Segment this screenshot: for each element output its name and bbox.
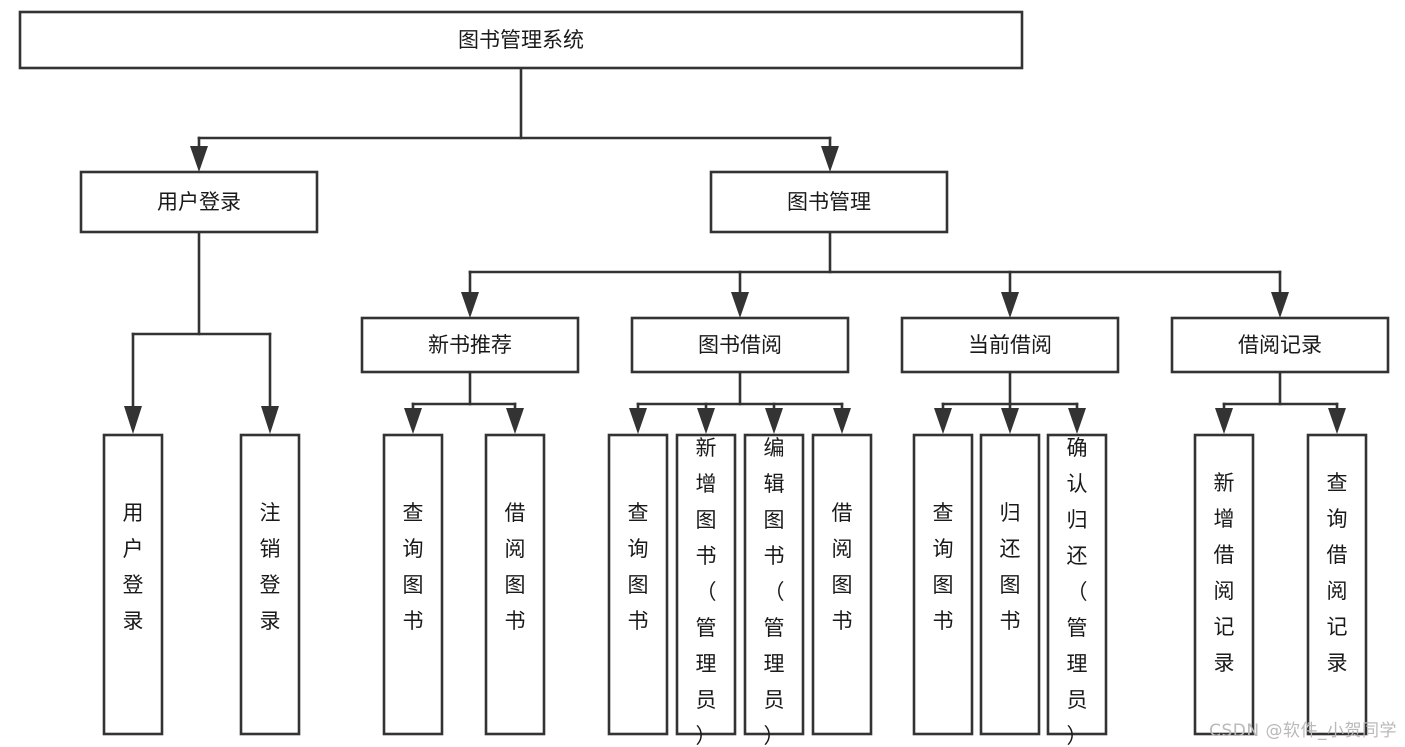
arrow-head-user-login — [190, 146, 208, 172]
leaf-node-user-login[interactable]: 用户登录 — [102, 433, 164, 736]
leaf-user-login-box — [102, 433, 164, 736]
arrow-head-borrow-record — [1271, 292, 1289, 318]
leaf-node-bb-query-book[interactable]: 查询图书 — [607, 433, 669, 736]
connector-group-root — [190, 66, 839, 172]
arrow-head-new-book-recommend — [461, 292, 479, 318]
arrow-head-book-mgmt — [821, 146, 839, 172]
leaf-nb-query-book-box — [382, 433, 444, 736]
leaf-cb-query-book-label: 查询图书 — [933, 501, 954, 633]
arrow-head-bb-leaf-2 — [697, 408, 715, 434]
node-user-login-box — [79, 170, 319, 234]
leaf-node-cb-query-book[interactable]: 查询图书 — [912, 433, 974, 736]
leaf-bb-borrow-book-box — [811, 433, 873, 736]
arrow-head-bb-leaf-4 — [833, 408, 851, 434]
node-root-book-management-system[interactable]: 图书管理系统 — [18, 10, 1024, 70]
node-user-login-label: 用户登录 — [157, 190, 241, 214]
arrow-head-current-borrow — [1001, 292, 1019, 318]
leaf-node-bb-edit-book[interactable]: 编辑图书（管理员） — [743, 433, 805, 747]
leaf-bb-borrow-book-label: 借阅图书 — [832, 501, 853, 633]
leaf-node-nb-query-book[interactable]: 查询图书 — [382, 433, 444, 736]
arrow-head-br-leaf-1 — [1215, 408, 1233, 434]
leaf-nb-borrow-book-label: 借阅图书 — [505, 501, 526, 633]
node-borrow-record-box — [1170, 316, 1390, 374]
node-book-borrow-box — [630, 316, 850, 374]
leaf-bb-edit-book-label: 编辑图书（管理员） — [764, 436, 785, 747]
leaf-bb-query-book-label: 查询图书 — [628, 501, 649, 633]
leaf-cb-return-book-box — [979, 433, 1041, 736]
leaf-cb-confirm-return-box — [1046, 433, 1108, 736]
leaf-cb-query-book-box — [912, 433, 974, 736]
arrow-head-br-leaf-2 — [1328, 408, 1346, 434]
leaf-node-cb-confirm-return[interactable]: 确认归还（管理员） — [1046, 433, 1108, 747]
arrow-head-leaf-logout — [261, 406, 279, 434]
leaf-node-br-query-record[interactable]: 查询借阅记录 — [1306, 433, 1368, 736]
leaf-cb-return-book-label: 归还图书 — [1000, 501, 1021, 633]
connector-group-book-borrow — [629, 370, 851, 434]
connector-group-book-mgmt — [461, 230, 1289, 318]
node-new-book-recommend-box — [360, 316, 580, 374]
leaf-node-br-add-record[interactable]: 新增借阅记录 — [1193, 433, 1255, 736]
arrow-head-bb-leaf-3 — [765, 408, 783, 434]
node-borrow-record[interactable]: 借阅记录 — [1170, 316, 1390, 374]
connector-group-borrow-record — [1215, 370, 1346, 434]
leaf-node-nb-borrow-book[interactable]: 借阅图书 — [484, 433, 546, 736]
leaf-user-login-label: 用户登录 — [123, 501, 144, 633]
node-current-borrow-box — [900, 316, 1120, 374]
arrow-head-bb-leaf-1 — [629, 408, 647, 434]
leaf-br-add-record-label: 新增借阅记录 — [1214, 471, 1235, 675]
node-book-borrow-label: 图书借阅 — [698, 333, 782, 357]
node-new-book-recommend[interactable]: 新书推荐 — [360, 316, 580, 374]
connector-group-current-borrow — [934, 370, 1086, 434]
node-current-borrow[interactable]: 当前借阅 — [900, 316, 1120, 374]
arrow-head-nb-leaf-2 — [506, 408, 524, 434]
leaf-nb-query-book-label: 查询图书 — [403, 501, 424, 633]
node-book-management[interactable]: 图书管理 — [709, 170, 949, 234]
node-user-login[interactable]: 用户登录 — [79, 170, 319, 234]
leaf-br-query-record-label: 查询借阅记录 — [1327, 471, 1348, 675]
leaf-cb-confirm-return-label: 确认归还（管理员） — [1067, 436, 1088, 747]
arrow-head-cb-leaf-1 — [934, 408, 952, 434]
arrow-head-leaf-user-login — [124, 406, 142, 434]
leaf-node-bb-borrow-book[interactable]: 借阅图书 — [811, 433, 873, 736]
node-current-borrow-label: 当前借阅 — [968, 333, 1052, 357]
arrow-head-cb-leaf-2 — [1001, 408, 1019, 434]
leaf-bb-add-book-box — [675, 433, 737, 736]
leaf-br-add-record-box — [1193, 433, 1255, 736]
node-book-borrow[interactable]: 图书借阅 — [630, 316, 850, 374]
arrow-head-book-borrow — [731, 292, 749, 318]
leaf-node-logout[interactable]: 注销登录 — [239, 433, 301, 736]
leaf-bb-edit-book-box — [743, 433, 805, 736]
csdn-watermark: CSDN @软件_小贺同学 — [1209, 721, 1397, 741]
leaf-nb-borrow-book-box — [484, 433, 546, 736]
node-book-management-label: 图书管理 — [787, 190, 871, 214]
leaf-logout-label: 注销登录 — [260, 501, 281, 633]
arrow-head-nb-leaf-1 — [404, 408, 422, 434]
connector-group-user-login — [124, 230, 279, 434]
arrow-head-cb-leaf-3 — [1068, 408, 1086, 434]
leaf-bb-add-book-label: 新增图书（管理员） — [696, 436, 717, 747]
node-book-management-box — [709, 170, 949, 234]
leaf-br-query-record-box — [1306, 433, 1368, 736]
node-new-book-recommend-label: 新书推荐 — [428, 333, 512, 357]
node-root-label: 图书管理系统 — [458, 28, 584, 52]
node-root-box — [18, 10, 1024, 70]
leaf-node-bb-add-book[interactable]: 新增图书（管理员） — [675, 433, 737, 747]
leaf-bb-query-book-box — [607, 433, 669, 736]
connector-group-new-book-recommend — [404, 370, 524, 434]
leaf-node-cb-return-book[interactable]: 归还图书 — [979, 433, 1041, 736]
node-borrow-record-label: 借阅记录 — [1238, 333, 1322, 357]
leaf-logout-box — [239, 433, 301, 736]
